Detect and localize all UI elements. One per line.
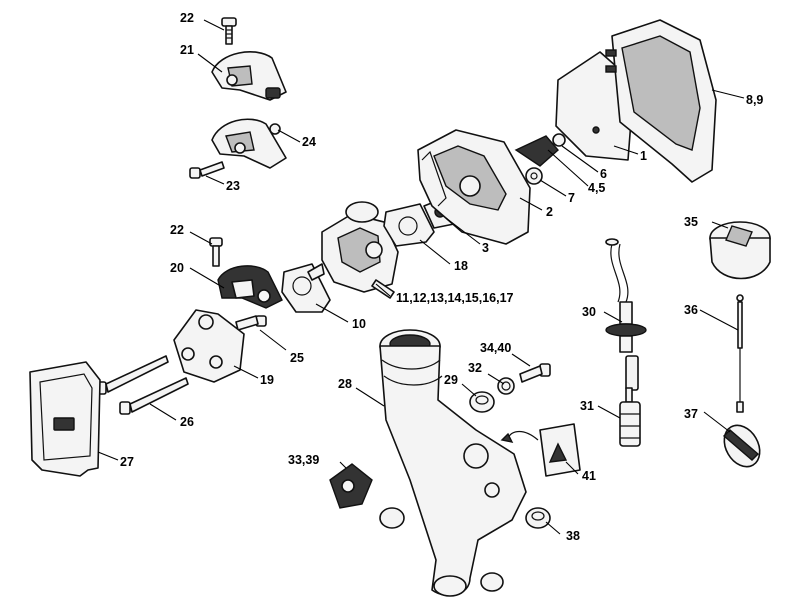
part-7-nut [525, 167, 543, 185]
part-31-fuel-filter [619, 387, 641, 447]
part-35-fuel-cap [709, 221, 771, 280]
part-33-39-clamp [329, 463, 373, 509]
callout-31: 31 [580, 399, 594, 413]
callout-3: 3 [482, 241, 489, 255]
callout-23: 23 [226, 179, 240, 193]
part-30-fuel-line [605, 238, 647, 391]
part-1-filter-element [555, 51, 635, 161]
part-21-bracket-upper [211, 51, 287, 101]
callout-2: 2 [546, 205, 553, 219]
part-22-screw-top [221, 17, 237, 45]
part-26-long-bolt [119, 377, 189, 415]
callout-22-lower: 22 [170, 223, 184, 237]
callout-32: 32 [468, 361, 482, 375]
part-8-9-filter-cover [605, 19, 717, 183]
callout-18: 18 [454, 259, 468, 273]
callout-34-40: 34,40 [480, 341, 511, 355]
callout-8-9: 8,9 [746, 93, 763, 107]
callout-29: 29 [444, 373, 458, 387]
callout-25: 25 [290, 351, 304, 365]
callout-4-5: 4,5 [588, 181, 605, 195]
callout-30: 30 [582, 305, 596, 319]
part-22-screw-lower [209, 237, 223, 267]
part-11-17-carburetor [307, 201, 399, 299]
callout-22-top: 22 [180, 11, 194, 25]
callout-38: 38 [566, 529, 580, 543]
part-38-grommet-left [379, 507, 405, 529]
part-4-5-lever [514, 135, 559, 167]
callout-41: 41 [582, 469, 596, 483]
part-25-screw [235, 315, 267, 331]
part-38-grommet-bottom [480, 572, 504, 592]
part-37-clip [722, 401, 761, 468]
callout-21: 21 [180, 43, 194, 57]
leader-lines [97, 19, 745, 535]
long-bolt-upper [95, 355, 169, 395]
callout-36: 36 [684, 303, 698, 317]
callout-37: 37 [684, 407, 698, 421]
part-2-filter-base [417, 129, 531, 245]
callout-20: 20 [170, 261, 184, 275]
callout-35: 35 [684, 215, 698, 229]
callouts: 22 21 24 23 22 20 25 19 26 27 10 11,12,1… [120, 11, 763, 543]
part-28-intake-boot [379, 329, 527, 597]
part-29-plug [469, 391, 495, 413]
callout-27: 27 [120, 455, 134, 469]
callout-26: 26 [180, 415, 194, 429]
part-32-grommet [497, 377, 515, 395]
part-6-washer [552, 133, 566, 147]
part-38-grommet-right [525, 507, 551, 529]
callout-6: 6 [600, 167, 607, 181]
callout-1: 1 [640, 149, 647, 163]
callout-19: 19 [260, 373, 274, 387]
callout-33-39: 33,39 [288, 453, 319, 467]
part-18-gasket [383, 203, 435, 247]
part-27-gasket-plate [29, 361, 101, 477]
callout-7: 7 [568, 191, 575, 205]
part-34-40-screw [519, 363, 551, 383]
callout-11-17: 11,12,13,14,15,16,17 [396, 291, 514, 305]
part-23-screw [189, 161, 225, 179]
part-41-warning-label [500, 423, 581, 477]
callout-10: 10 [352, 317, 366, 331]
callout-28: 28 [338, 377, 352, 391]
part-19-flange [173, 309, 245, 383]
part-20-bracket [217, 265, 283, 309]
callout-24: 24 [302, 135, 316, 149]
part-36-pickup-tube [736, 294, 744, 402]
part-24-bracket-lower [211, 118, 287, 169]
